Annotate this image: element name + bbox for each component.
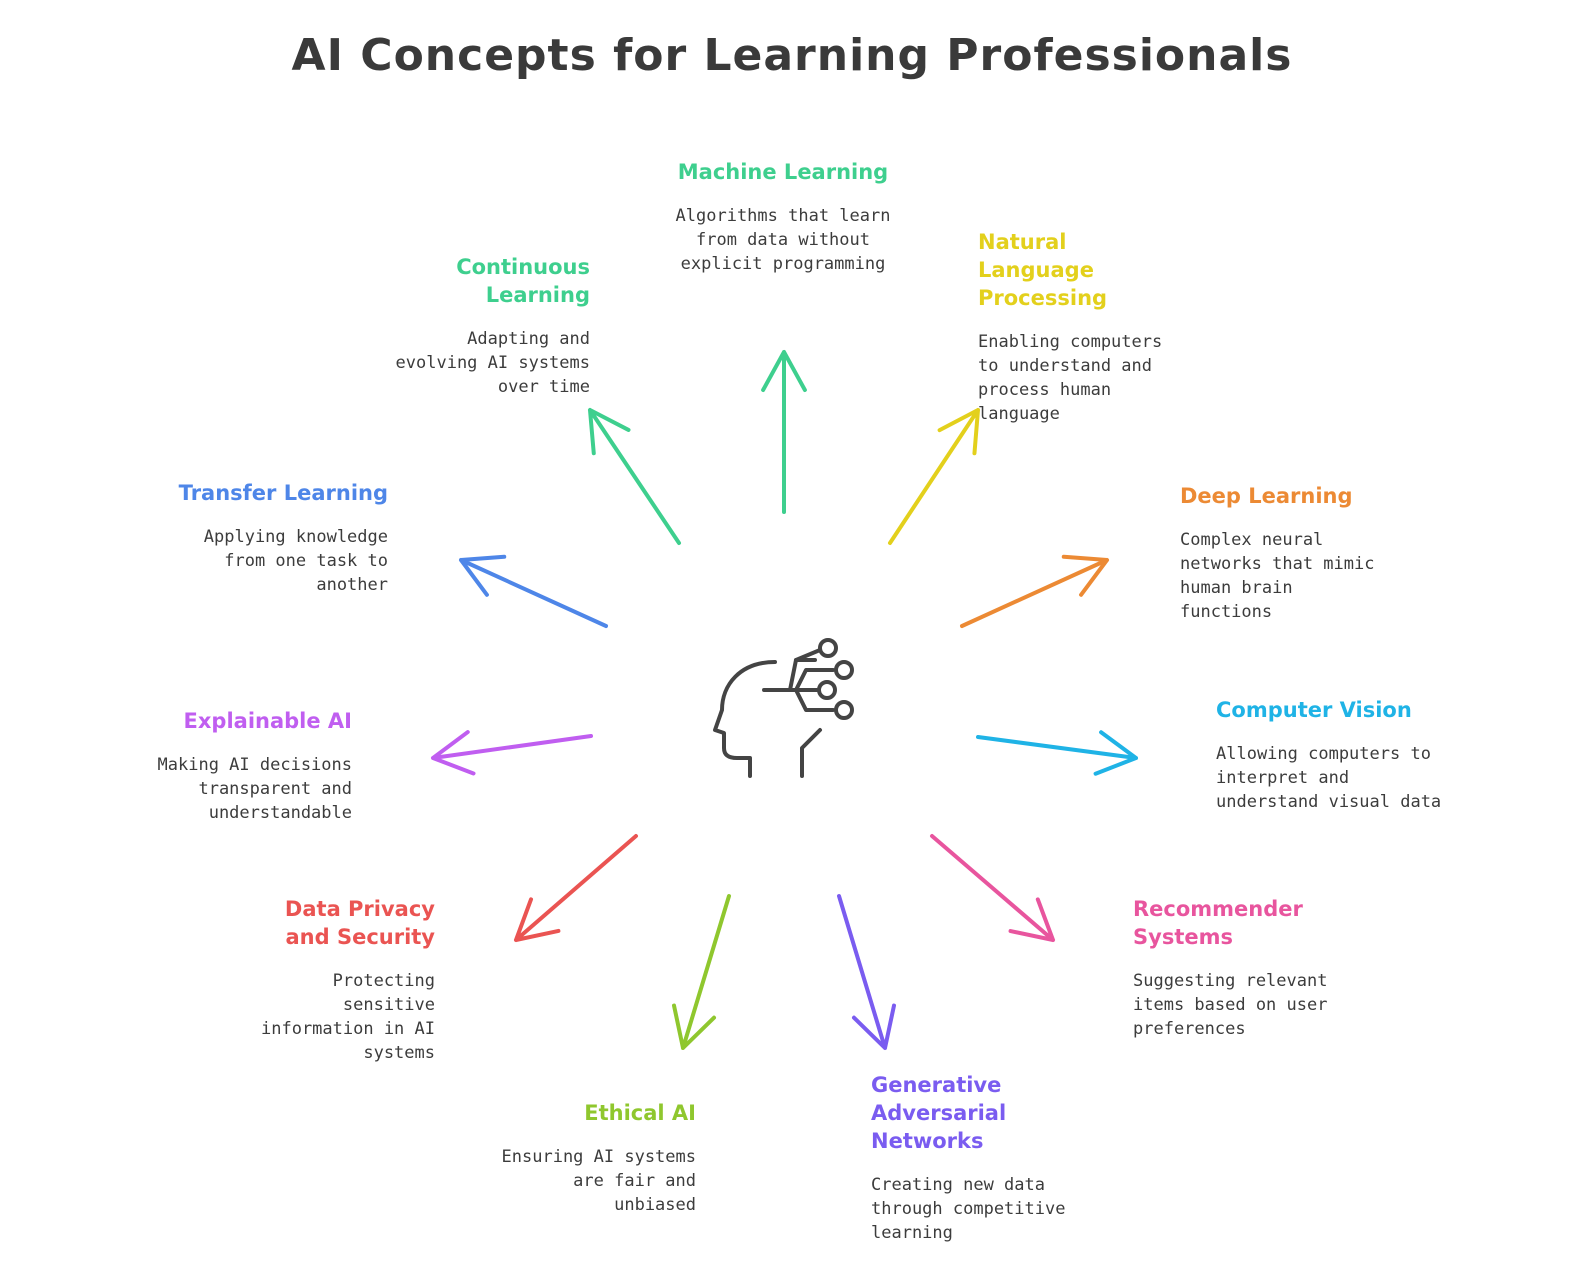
concept-recommender-systems: Recommender Systems Suggesting relevant … [1133, 895, 1343, 1041]
concept-title: Computer Vision [1216, 698, 1412, 722]
arrow-continuous-learning [588, 408, 681, 545]
concept-title: Continuous Learning [456, 255, 590, 307]
concept-computer-vision: Computer Vision Allowing computers to in… [1216, 696, 1446, 814]
concept-title: Deep Learning [1180, 484, 1353, 508]
concept-description: Protecting sensitive information in AI s… [261, 971, 435, 1063]
arrow-ethical-ai [672, 894, 731, 1050]
concept-deep-learning: Deep Learning Complex neural networks th… [1180, 482, 1390, 624]
concept-continuous-learning: Continuous Learning Adapting and evolvin… [380, 253, 590, 399]
concept-generative-adversarial-networks: Generative Adversarial Networks Creating… [871, 1071, 1076, 1245]
arrow-data-privacy-and-security [514, 834, 638, 942]
concept-description: Ensuring AI systems are fair and unbiase… [501, 1147, 696, 1215]
arrow-computer-vision [976, 730, 1138, 776]
ai-head-circuit-icon [713, 638, 854, 778]
concept-title: Explainable AI [183, 709, 352, 733]
concept-description: Adapting and evolving AI systems over ti… [395, 329, 590, 397]
concept-title: Generative Adversarial Networks [871, 1073, 1007, 1153]
arrow-natural-language-processing [888, 408, 980, 545]
concept-title: Data Privacy and Security [284, 897, 435, 949]
arrow-machine-learning [761, 350, 807, 514]
concept-description: Allowing computers to interpret and unde… [1216, 744, 1442, 812]
arrow-transfer-learning [459, 554, 608, 628]
concept-description: Applying knowledge from one task to anot… [203, 527, 388, 595]
concept-description: Suggesting relevant items based on user … [1133, 971, 1328, 1039]
page-title: AI Concepts for Learning Professionals [291, 30, 1293, 81]
concept-title: Recommender Systems [1133, 897, 1303, 949]
concept-description: Algorithms that learn from data without … [675, 206, 891, 274]
concept-description: Complex neural networks that mimic human… [1180, 530, 1375, 622]
concept-data-privacy-and-security: Data Privacy and Security Protecting sen… [240, 895, 435, 1065]
concept-machine-learning: Machine Learning Algorithms that learn f… [663, 158, 903, 276]
concept-transfer-learning: Transfer Learning Applying knowledge fro… [178, 479, 388, 597]
concept-natural-language-processing: Natural Language Processing Enabling com… [978, 228, 1178, 426]
concept-title: Transfer Learning [178, 481, 388, 505]
concept-description: Making AI decisions transparent and unde… [157, 755, 352, 823]
concept-title: Machine Learning [677, 160, 889, 184]
arrow-explainable-ai [431, 730, 593, 776]
concept-ethical-ai: Ethical AI Ensuring AI systems are fair … [496, 1099, 696, 1217]
arrow-deep-learning [960, 554, 1109, 628]
concept-title: Natural Language Processing [978, 230, 1108, 310]
concept-description: Creating new data through competitive le… [871, 1175, 1066, 1243]
arrow-generative-adversarial-networks [837, 894, 896, 1050]
concept-title: Ethical AI [584, 1101, 696, 1125]
concept-explainable-ai: Explainable AI Making AI decisions trans… [132, 707, 352, 825]
arrow-recommender-systems [930, 834, 1055, 942]
concept-description: Enabling computers to understand and pro… [978, 332, 1163, 424]
